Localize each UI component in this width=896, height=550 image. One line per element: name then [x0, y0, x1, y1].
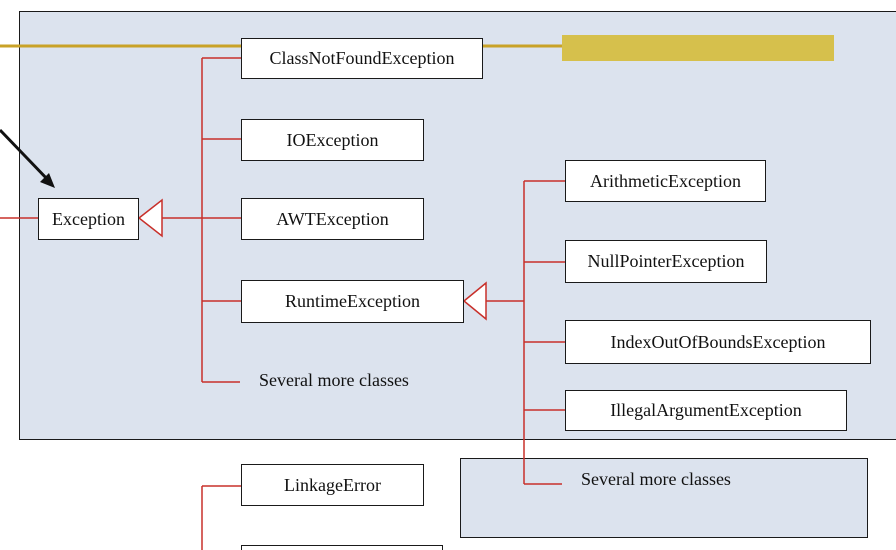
node-class-not-found-exception: ClassNotFoundException: [241, 38, 483, 79]
exception-region-panel: [19, 11, 896, 440]
node-partially-visible-box: [241, 545, 443, 550]
node-arithmetic-exception: ArithmeticException: [565, 160, 766, 202]
runtime-inheritance-triangle: [462, 281, 487, 321]
exception-inheritance-triangle: [137, 198, 163, 238]
node-index-out-of-bounds-exception: IndexOutOfBoundsException: [565, 320, 871, 364]
node-linkage-error: LinkageError: [241, 464, 424, 506]
node-io-exception: IOException: [241, 119, 424, 161]
subregion-panel: [460, 458, 868, 538]
pointer-arrow-head: [40, 173, 55, 188]
node-awt-exception: AWTException: [241, 198, 424, 240]
node-illegal-argument-exception: IllegalArgumentException: [565, 390, 847, 431]
node-null-pointer-exception: NullPointerException: [565, 240, 767, 283]
node-exception: Exception: [38, 198, 139, 240]
pointer-arrow-line: [0, 128, 52, 184]
node-runtime-exception: RuntimeException: [241, 280, 464, 323]
node-several-more-classes-left: Several more classes: [259, 370, 409, 390]
highlight-bar: [562, 35, 834, 61]
node-several-more-classes-right: Several more classes: [581, 469, 731, 489]
